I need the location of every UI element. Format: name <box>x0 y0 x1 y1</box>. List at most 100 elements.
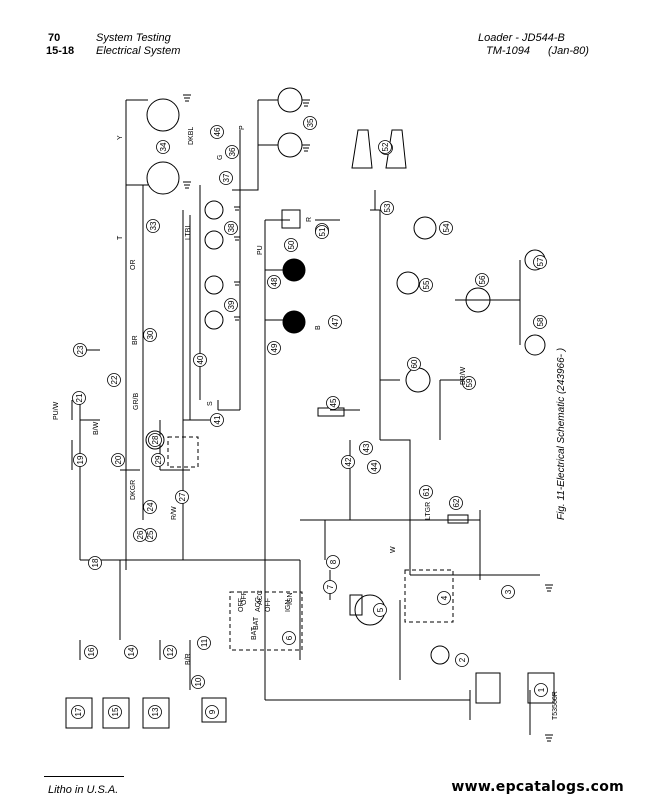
litho-note: Litho in U.S.A. <box>48 784 119 796</box>
ignition-switch-box <box>229 591 303 651</box>
wire-color-label: BR/W <box>460 366 467 385</box>
component-bubble <box>449 496 463 510</box>
wire-color-label: W <box>390 546 397 553</box>
component-number: 30 <box>146 330 155 339</box>
component-bubble <box>210 413 224 427</box>
component-number: 28 <box>151 435 160 444</box>
component-number: 41 <box>213 415 222 424</box>
component-bubble <box>73 343 87 357</box>
component-bubble <box>111 453 125 467</box>
component-number: 50 <box>287 240 296 249</box>
component-bubble <box>197 636 211 650</box>
component-number: 9 <box>208 709 217 714</box>
component-bubble <box>224 221 238 235</box>
wire-color-label: B/R <box>185 653 192 665</box>
component-number: 23 <box>76 345 85 354</box>
wire-color-label: BAT <box>253 616 260 630</box>
svg-text:ACC: ACC <box>255 597 262 612</box>
component-number: 36 <box>228 147 237 156</box>
component-number: 49 <box>270 343 279 352</box>
component-number: 61 <box>422 487 431 496</box>
component-number: 45 <box>329 398 338 407</box>
footer-rule <box>44 776 124 777</box>
component-number: 59 <box>465 378 474 387</box>
wire-color-label: S <box>207 401 214 406</box>
wire-color-label: PU/W <box>53 401 60 420</box>
component-bubble <box>455 653 469 667</box>
component-number: 3 <box>504 589 513 594</box>
component-number: 1 <box>537 687 546 692</box>
component-number: 58 <box>536 317 545 326</box>
component-number: 48 <box>270 277 279 286</box>
component-number: 55 <box>422 280 431 289</box>
component-number: 29 <box>154 455 163 464</box>
component-bubble <box>156 140 170 154</box>
wire-color-label: PU <box>257 245 264 255</box>
component-bubble <box>359 441 373 455</box>
component-bubble <box>326 555 340 569</box>
drawing-number: T53566R <box>552 691 559 720</box>
svg-text:OFF: OFF <box>238 598 245 612</box>
component-number: 54 <box>442 223 451 232</box>
component-bubble <box>462 376 476 390</box>
component-bubble <box>210 125 224 139</box>
component-bubble <box>146 219 160 233</box>
component-number: 25 <box>146 530 155 539</box>
component-bubble <box>193 353 207 367</box>
component-bubble <box>315 225 329 239</box>
component-bubble <box>143 500 157 514</box>
component-bubble <box>84 645 98 659</box>
figure-caption: Fig. 11-Electrical Schematic (243966- ) <box>556 347 567 520</box>
component-bubble <box>341 455 355 469</box>
component-bubble <box>143 328 157 342</box>
component-bubble <box>326 396 340 410</box>
component-bubble <box>407 357 421 371</box>
component-bubble <box>175 490 189 504</box>
component-number: 46 <box>213 127 222 136</box>
component-number: 4 <box>440 595 449 600</box>
wire-color-label: LTBL <box>185 224 192 240</box>
wire-color-label: G <box>217 155 224 160</box>
component-number: 6 <box>285 635 294 640</box>
component-bubble <box>124 645 138 659</box>
component-bubble <box>437 591 451 605</box>
svg-text:IGN: IGN <box>285 600 292 612</box>
component-number: 26 <box>136 530 145 539</box>
component-bubble <box>267 275 281 289</box>
wire-color-label: R/W <box>171 506 178 520</box>
wire-color-label: Y <box>117 135 124 140</box>
wire-color-label: IGN <box>287 593 294 605</box>
component-bubble <box>205 705 219 719</box>
component-number: 19 <box>76 455 85 464</box>
section-number: 15-18 <box>46 45 75 57</box>
component-bubble <box>73 453 87 467</box>
component-number: 18 <box>91 558 100 567</box>
wire-color-label: ACC <box>257 590 264 605</box>
component-number: 52 <box>381 142 390 151</box>
component-bubble <box>219 171 233 185</box>
component-number: 56 <box>478 275 487 284</box>
component-bubble <box>475 273 489 287</box>
relay-box <box>404 569 454 623</box>
component-number: 33 <box>149 221 158 230</box>
component-bubble <box>148 705 162 719</box>
component-bubble <box>282 631 296 645</box>
component-number: 16 <box>87 647 96 656</box>
component-bubble <box>419 485 433 499</box>
component-number: 51 <box>318 227 327 236</box>
component-bubble <box>380 201 394 215</box>
component-bubble <box>151 453 165 467</box>
svg-text:BAT: BAT <box>251 626 258 640</box>
component-bubble <box>303 116 317 130</box>
component-number: 22 <box>110 375 119 384</box>
component-bubble <box>501 585 515 599</box>
component-number: 27 <box>178 492 187 501</box>
component-number: 43 <box>362 443 371 452</box>
wire-color-label: DKBL <box>188 127 195 145</box>
component-bubble <box>72 391 86 405</box>
component-number: 7 <box>326 584 335 589</box>
component-bubble <box>108 705 122 719</box>
component-number: 62 <box>452 498 461 507</box>
component-bubble <box>224 298 238 312</box>
component-number: 40 <box>196 355 205 364</box>
